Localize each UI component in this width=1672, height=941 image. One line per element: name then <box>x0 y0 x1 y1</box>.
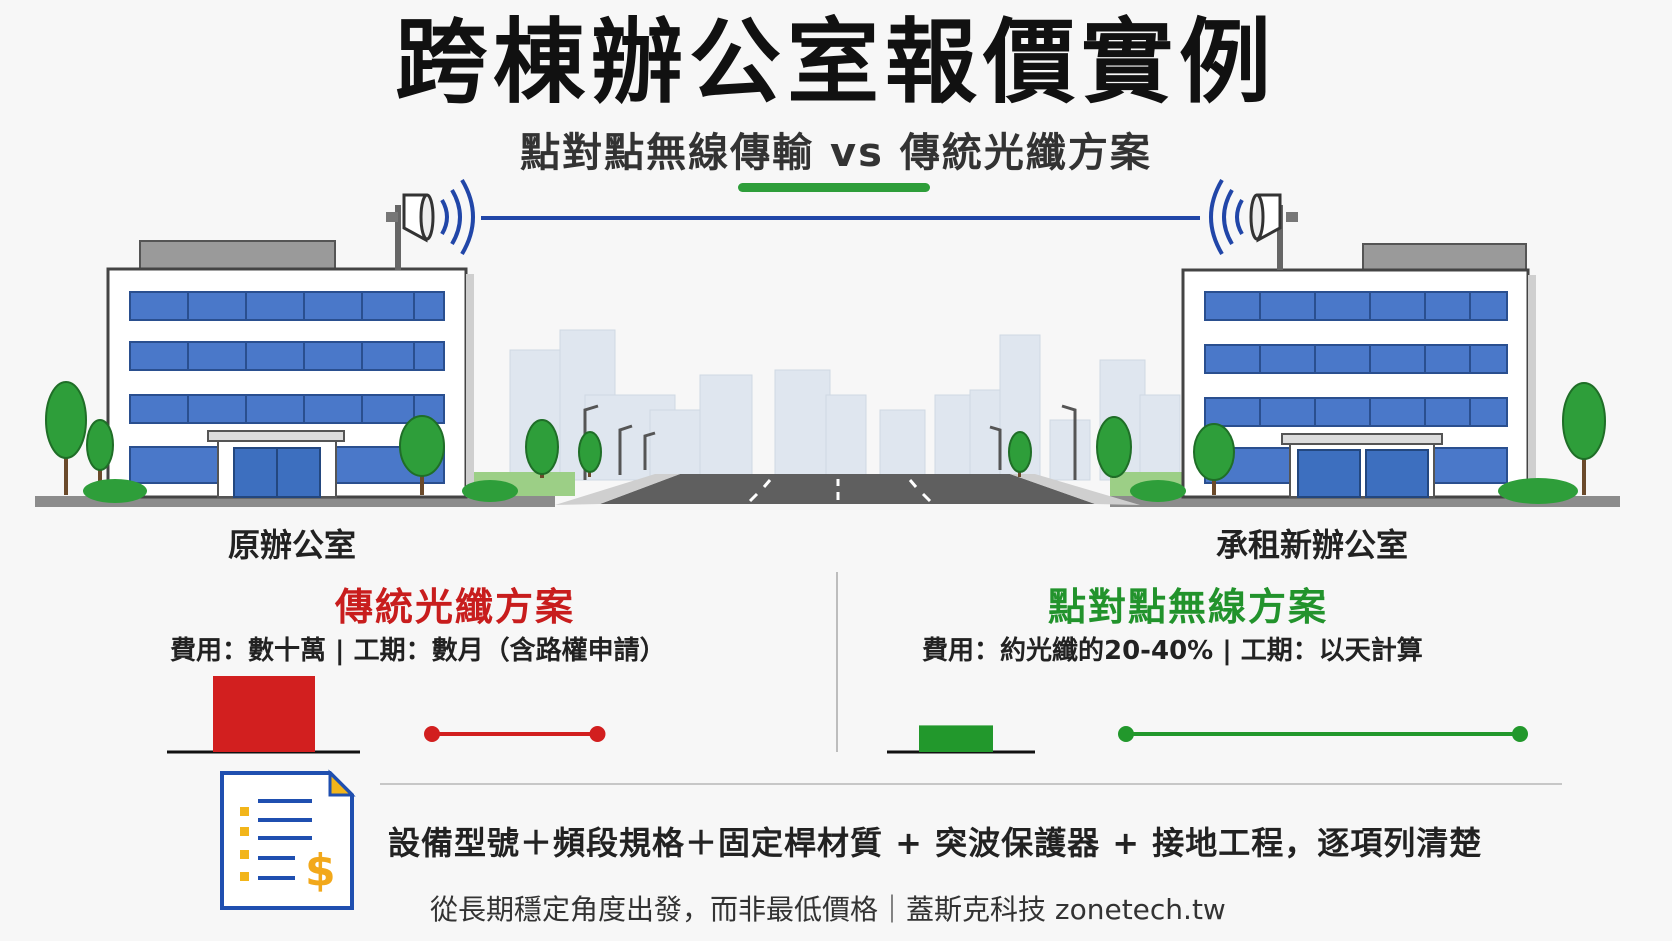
fiber-plan-detail: 費用：數十萬 | 工期：數月（含路權申請） <box>170 636 666 666</box>
footer-note: 從長期穩定角度出發，而非最低價格｜蓋斯克科技 zonetech.tw <box>430 893 1226 926</box>
sidewalk-right <box>1010 474 1140 505</box>
section-divider <box>380 783 1562 785</box>
left-building-label: 原辦公室 <box>228 526 357 564</box>
wifi-waves-icon <box>440 178 475 256</box>
sidewalk-left <box>555 474 680 505</box>
fiber-duration-line <box>424 726 606 742</box>
right-building-label: 承租新辦公室 <box>1216 526 1409 564</box>
invoice-document-icon: $ <box>220 769 356 910</box>
svg-text:$: $ <box>305 845 336 896</box>
skyline-background <box>509 329 1181 481</box>
page-subtitle: 點對點無線傳輸 vs 傳統光纖方案 <box>520 130 1152 176</box>
fiber-cost-bar <box>213 676 315 752</box>
wifi-waves-icon <box>1209 178 1244 256</box>
fiber-plan-title: 傳統光纖方案 <box>335 585 576 629</box>
dish-antenna-icon <box>386 193 435 270</box>
right-building <box>1181 243 1536 499</box>
wireless-duration-line <box>1118 726 1528 742</box>
quote-items-formula: 設備型號＋頻段規格＋固定桿材質 + 突波保護器 + 接地工程，逐項列清楚 <box>388 824 1483 862</box>
title-underline <box>738 183 930 192</box>
road-markings <box>748 479 932 503</box>
page-title: 跨棟辦公室報價實例 <box>394 9 1277 116</box>
road <box>600 474 1095 504</box>
wireless-plan-detail: 費用：約光纖的20-40% | 工期：以天計算 <box>922 636 1423 666</box>
plan-divider <box>836 572 838 752</box>
ground-left <box>35 496 555 507</box>
wireless-cost-bar <box>919 725 993 752</box>
ground-right <box>1110 496 1620 507</box>
dish-antenna-icon <box>1249 193 1298 270</box>
left-building <box>106 240 474 499</box>
trees <box>45 381 1606 504</box>
wireless-plan-title: 點對點無線方案 <box>1048 585 1329 629</box>
